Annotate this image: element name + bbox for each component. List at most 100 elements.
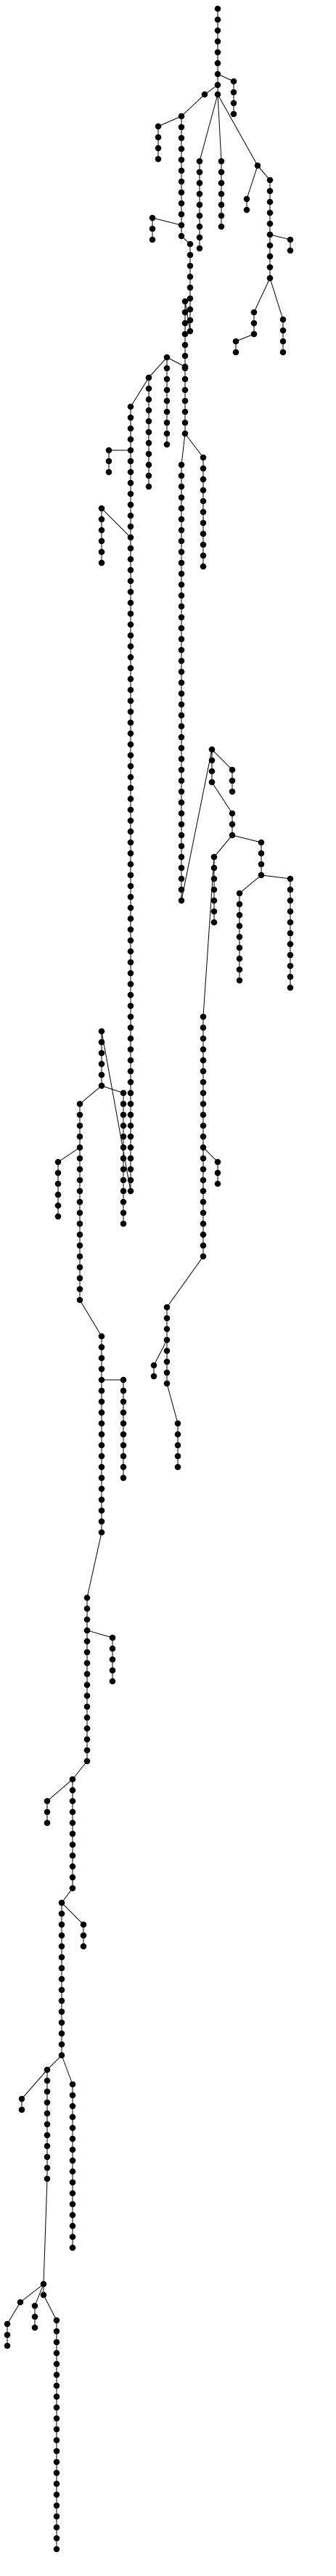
tree-edge (130, 377, 149, 407)
tree-node (266, 253, 274, 260)
tree-node (69, 1852, 76, 1859)
tree-node (120, 1111, 127, 1118)
tree-node (229, 788, 236, 795)
tree-node (127, 512, 134, 519)
tree-edge (253, 277, 271, 313)
tree-node (69, 2168, 76, 2175)
tree-node (155, 145, 162, 152)
tree-node (83, 1649, 91, 1656)
tree-node (127, 599, 134, 606)
tree-node (145, 428, 152, 436)
tree-node (163, 365, 171, 372)
tree-node (58, 2041, 65, 2048)
tree-node (98, 1365, 105, 1373)
tree-node (76, 1122, 83, 1129)
tree-node (178, 505, 185, 512)
tree-node (127, 1122, 134, 1129)
tree-node (127, 1013, 134, 1020)
tree-node (145, 396, 152, 403)
tree-node (127, 959, 134, 966)
tree-node (210, 886, 218, 893)
tree-node (181, 419, 189, 426)
tree-node (120, 1376, 127, 1384)
tree-node (120, 1089, 127, 1097)
tree-node (178, 842, 185, 850)
tree-node (83, 1594, 91, 1601)
tree-node (200, 1133, 207, 1140)
tree-node (109, 1667, 116, 1674)
tree-node (145, 374, 152, 381)
tree-node (214, 49, 221, 56)
tree-node (155, 155, 162, 163)
tree-node (218, 212, 225, 219)
tree-node (287, 908, 294, 915)
tree-node (120, 1177, 127, 1184)
tree-node (236, 933, 243, 940)
tree-edge (166, 1383, 179, 1424)
tree-node (83, 1605, 91, 1612)
tree-node (236, 901, 243, 908)
tree-node (214, 38, 221, 45)
tree-node (201, 91, 208, 98)
tree-node (98, 1409, 105, 1416)
tree-node (178, 603, 185, 610)
tree-node (58, 1964, 65, 1972)
tree-node (76, 1209, 83, 1216)
tree-node (287, 951, 294, 959)
tree-node (163, 1315, 171, 1322)
tree-node (149, 236, 156, 243)
tree-node (200, 1046, 207, 1053)
tree-node (243, 206, 250, 214)
tree-node (98, 1344, 105, 1351)
tree-edge (202, 1147, 218, 1163)
tree-node (53, 2437, 60, 2444)
tree-node (127, 414, 134, 421)
tree-node (120, 1133, 127, 1140)
tree-node (98, 1039, 105, 1046)
tree-node (127, 1057, 134, 1064)
tree-node (178, 723, 185, 730)
tree-node (31, 2324, 38, 2331)
tree-node (127, 948, 134, 955)
tree-node (120, 1409, 127, 1416)
tree-edge (21, 2069, 48, 2100)
tree-node (250, 330, 258, 338)
tree-node (178, 875, 185, 882)
tree-node (214, 70, 221, 78)
tree-node (127, 1187, 134, 1195)
tree-node (83, 1692, 91, 1699)
tree-node (127, 806, 134, 813)
tree-node (53, 2393, 60, 2400)
tree-node (150, 1373, 157, 1380)
tree-node (287, 973, 294, 980)
tree-node (83, 1725, 91, 1732)
tree-node (200, 552, 207, 559)
tree-node (109, 1634, 116, 1641)
tree-node (236, 977, 243, 984)
tree-edge (61, 2055, 73, 2085)
tree-node (287, 897, 294, 904)
tree-node (200, 1078, 207, 1086)
tree-node (214, 27, 221, 34)
tree-node (181, 320, 189, 327)
tree-node (69, 2092, 76, 2099)
tree-node (18, 2095, 25, 2102)
tree-node (200, 465, 207, 472)
tree-node (287, 236, 294, 243)
tree-node (236, 955, 243, 962)
tree-node (120, 1100, 127, 1108)
tree-edge (211, 749, 233, 771)
tree-node (120, 1166, 127, 1173)
tree-node (98, 1082, 105, 1089)
tree-edge (101, 1031, 131, 1192)
tree-node (178, 527, 185, 534)
tree-edge (46, 1779, 73, 1802)
tree-node (83, 1627, 91, 1634)
tree-node (208, 746, 216, 753)
tree-node (58, 1932, 65, 1939)
tree-node (58, 1997, 65, 2004)
tree-node (258, 871, 265, 879)
tree-edge (246, 165, 258, 200)
tree-node (58, 1986, 65, 1994)
